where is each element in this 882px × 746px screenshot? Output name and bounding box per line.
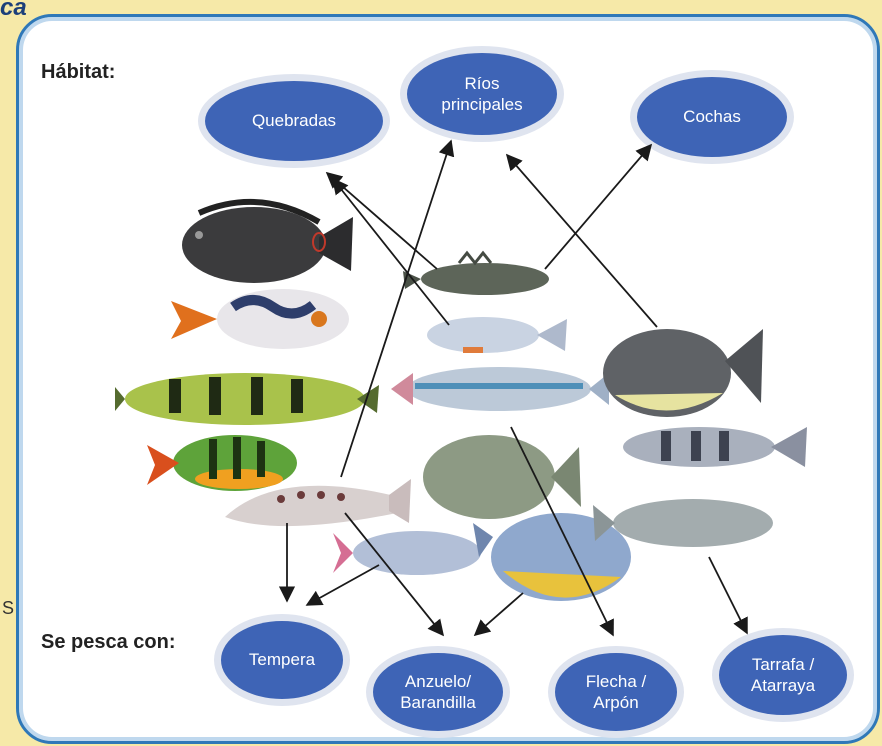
habitat-rios-label: Ríos principales	[441, 73, 523, 114]
fish-armored-catfish	[403, 250, 549, 295]
method-tarrafa-atarraya: Tarrafa / Atarraya	[719, 635, 847, 715]
method-anzuelo-label: Anzuelo/ Barandilla	[400, 671, 476, 712]
method-tempera: Tempera	[221, 621, 343, 699]
arrows-methods	[278, 426, 748, 637]
method-flecha-arpon: Flecha / Arpón	[555, 653, 677, 731]
method-tarrafa-label: Tarrafa / Atarraya	[750, 654, 816, 695]
habitat-quebradas: Quebradas	[205, 81, 383, 161]
arrow-to-anzuelo-2	[473, 592, 524, 637]
arrow-to-tempera-2	[305, 564, 380, 606]
habitat-label: Hábitat:	[41, 61, 116, 83]
fish-peacock-bass-long	[115, 373, 379, 425]
diagram-panel: Hábitat: Se pesca con: Quebradas Ríos pr…	[16, 14, 880, 744]
habitat-cochas: Cochas	[637, 77, 787, 157]
fishing-methods-label: Se pesca con:	[41, 631, 176, 653]
method-anzuelo-barandilla: Anzuelo/ Barandilla	[373, 653, 503, 731]
fish-silver-long	[391, 367, 609, 411]
fish-grey-pacu	[423, 435, 581, 519]
fish-catfish-spotted	[225, 479, 411, 527]
fish-dark-cichlid	[182, 198, 353, 283]
method-tempera-label: Tempera	[248, 650, 316, 670]
arrow-to-anzuelo-1	[344, 512, 445, 637]
fish-and-arrows	[115, 139, 807, 637]
arrow-to-rios-2	[340, 139, 455, 478]
habitat-cochas-label: Cochas	[683, 107, 741, 127]
fish-tiger-catfish	[623, 427, 807, 467]
fish-grey-right	[593, 499, 773, 547]
fish-silver-small	[427, 317, 567, 353]
arrow-to-quebradas-2	[331, 177, 450, 326]
arrow-to-tarrafa	[708, 556, 748, 635]
fish-peacock-bass-orange	[147, 435, 297, 491]
side-fragment: S	[2, 598, 15, 618]
habitat-rios-principales: Ríos principales	[407, 53, 557, 135]
fish-oscar	[171, 289, 349, 349]
fish-dark-pacu-right	[603, 329, 763, 417]
fish-silver-pink-tail	[333, 531, 481, 575]
habitat-quebradas-label: Quebradas	[251, 111, 337, 131]
title-fragment: ca	[0, 0, 27, 21]
arrow-to-flecha	[510, 426, 614, 637]
arrows-habitat	[325, 139, 658, 478]
arrow-to-cochas	[544, 143, 653, 270]
method-flecha-label: Flecha / Arpón	[585, 671, 647, 712]
arrow-to-rios-1	[505, 153, 658, 328]
